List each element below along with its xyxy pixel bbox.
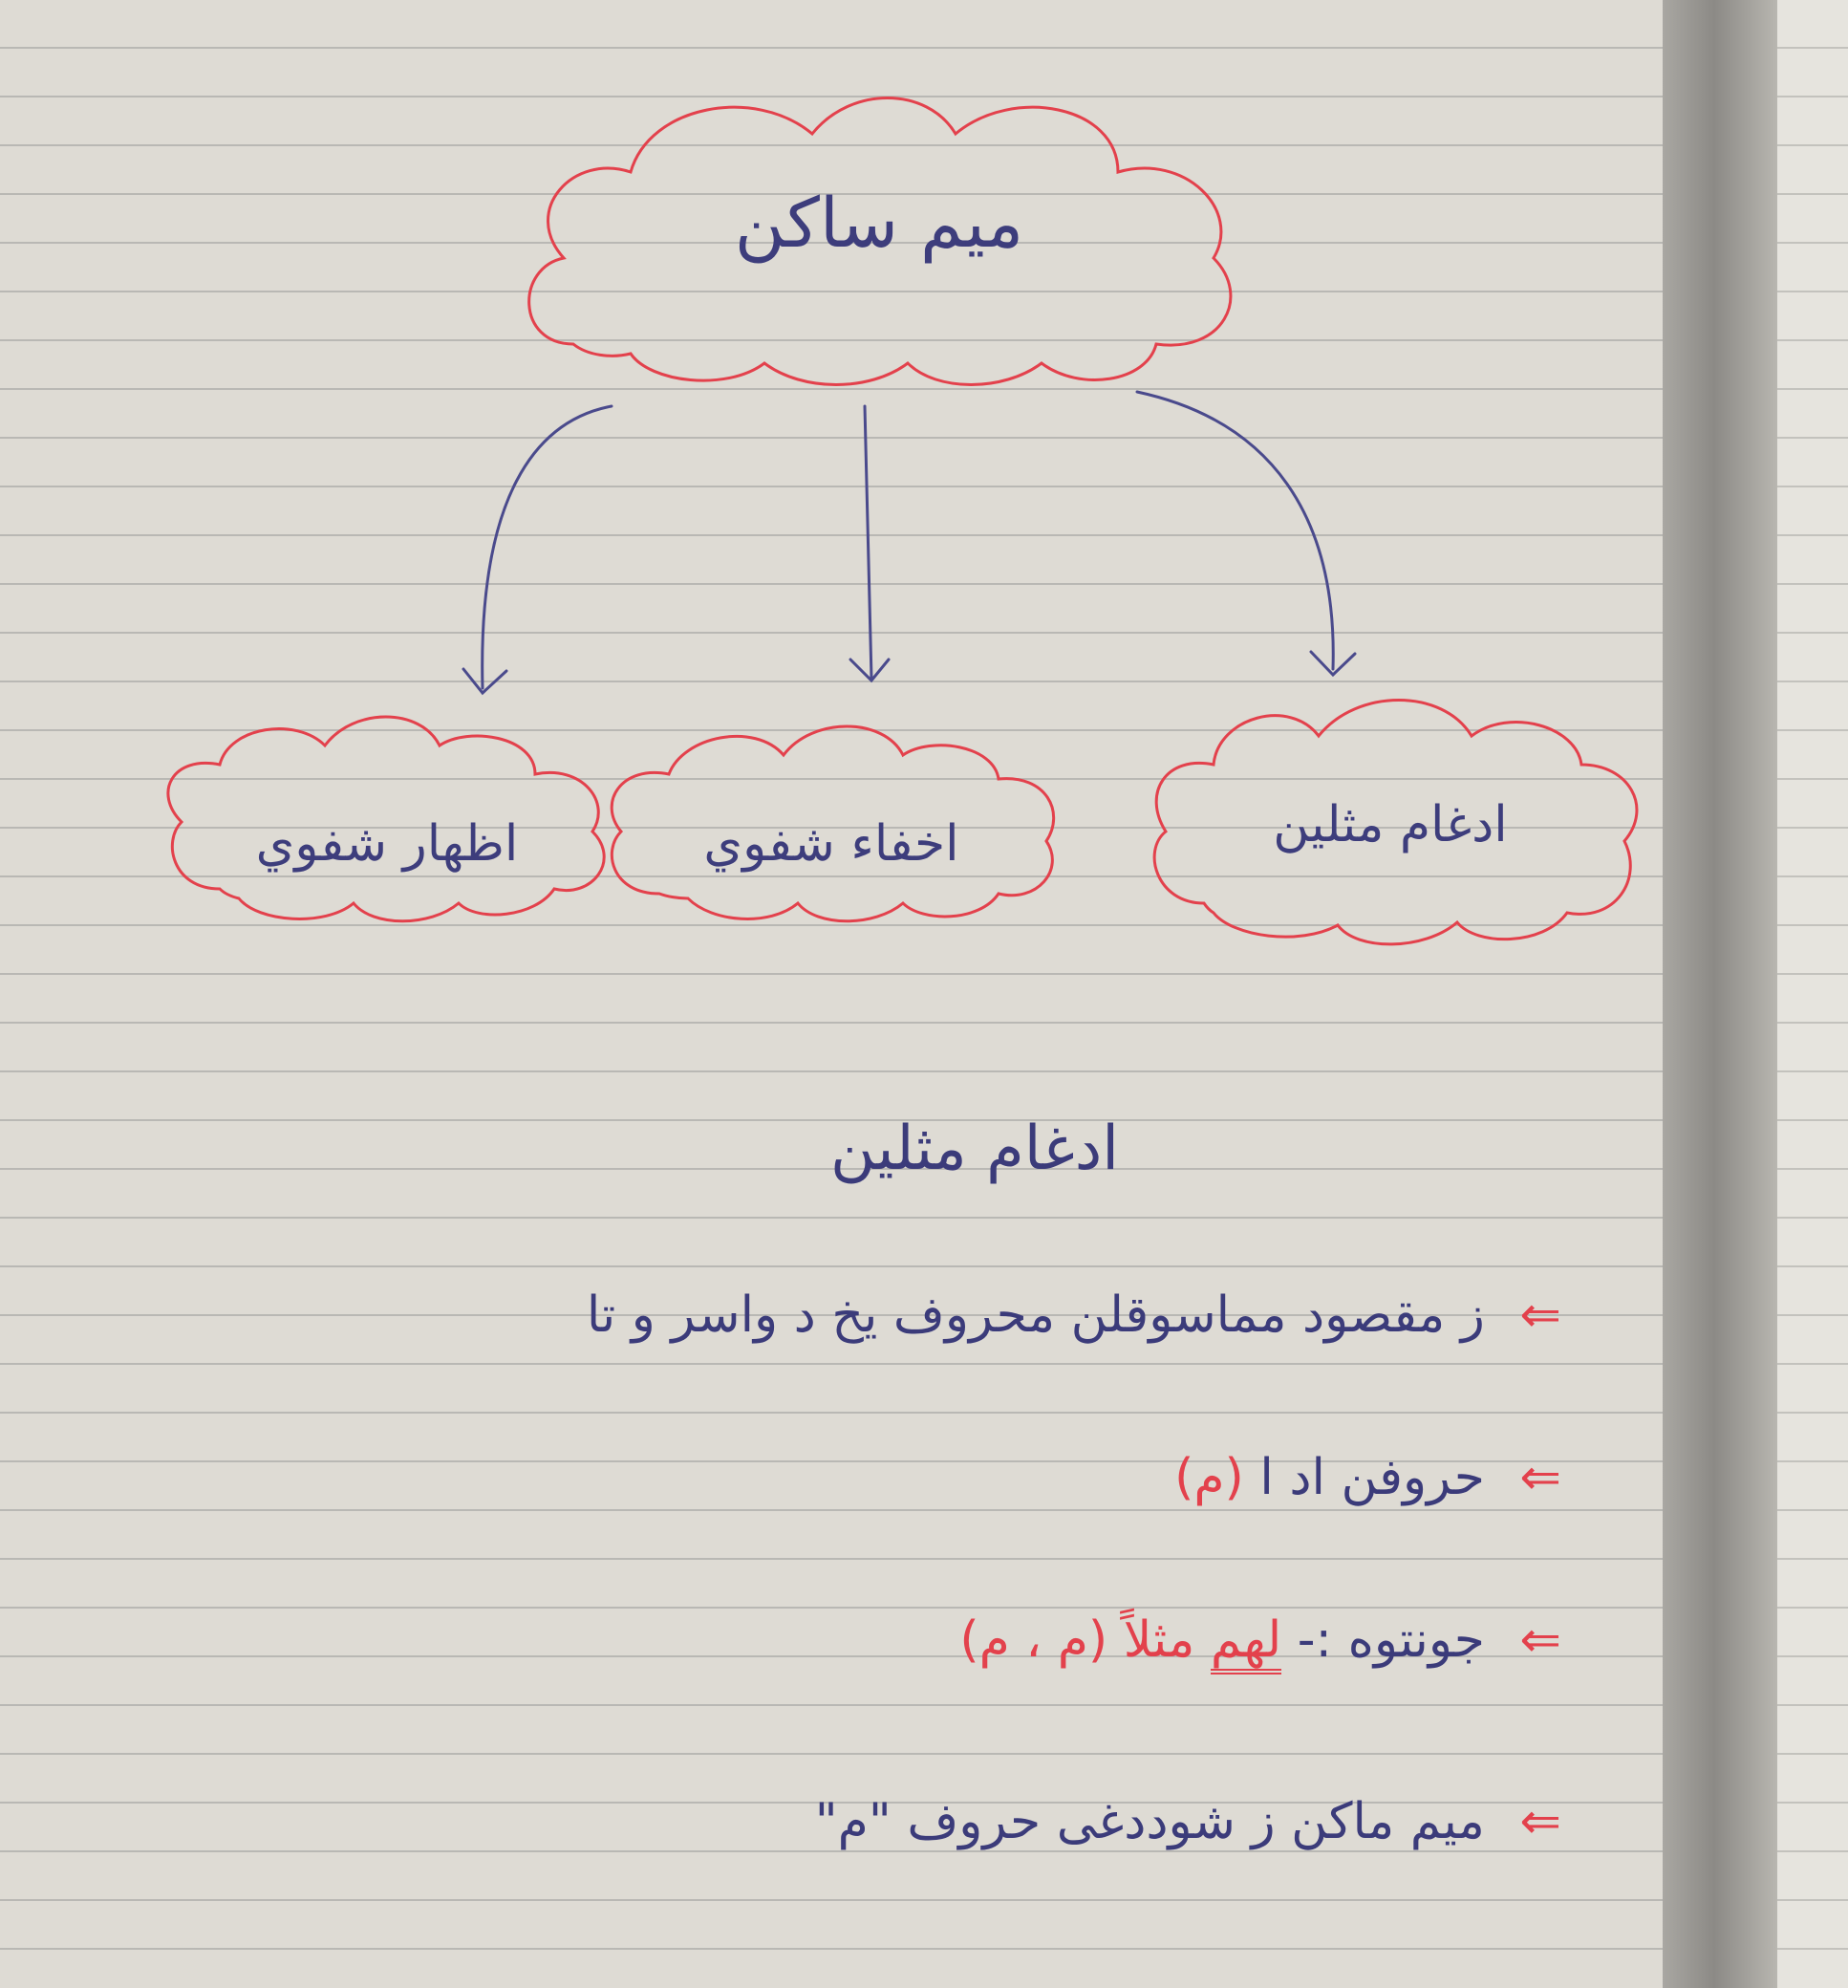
arrow-head-right <box>1309 650 1357 678</box>
note-bullet-arrow-icon: ⇐ <box>1519 1611 1561 1669</box>
arrow-to-right-child <box>1135 390 1335 671</box>
note-text: ز مقصود مماسوقلن محروف يخ د واسر و تا <box>586 1286 1485 1344</box>
note-text: ميم ماكن ز شوددغى حروف "م" <box>814 1793 1485 1850</box>
note-red-highlight: (م) <box>1174 1449 1244 1506</box>
root-cloud-outline <box>527 97 1233 386</box>
facing-page-edge <box>1777 0 1848 1988</box>
root-label: ميم ساكن <box>735 183 1023 264</box>
ikhfa-label: اخفاء شفوي <box>703 815 958 873</box>
note-line-4: ⇐ ميم ماكن ز شوددغى حروف "م" <box>815 1797 1561 1847</box>
arrow-to-middle-child <box>863 404 873 681</box>
note-bullet-arrow-icon: ⇐ <box>1519 1793 1561 1850</box>
arrow-to-left-child <box>481 404 613 690</box>
arrow-head-left <box>462 667 508 696</box>
lined-paper <box>0 0 1663 1988</box>
note-bullet-arrow-icon: ⇐ <box>1519 1449 1561 1506</box>
child-node-idgham: ادغام مثلين <box>1152 699 1639 946</box>
idgham-cloud-outline <box>1152 699 1639 946</box>
idgham-label: ادغام مثلين <box>1273 796 1507 854</box>
root-node: ميم ساكن <box>527 97 1233 386</box>
note-line-1: ⇐ ز مقصود مماسوقلن محروف يخ د واسر و تا <box>587 1290 1561 1340</box>
note-example-word: لهم <box>1210 1611 1282 1675</box>
note-red-highlight: مثلاً (م ، م) <box>959 1611 1195 1669</box>
note-line-3: ⇐ جونتوه :- لهم مثلاً (م ، م) <box>959 1611 1561 1675</box>
izhar-cloud-outline <box>166 715 606 923</box>
izhar-label: اظهار شفوي <box>256 815 519 873</box>
diagram-arrows <box>462 390 1357 696</box>
notes-title: ادغام مثلين <box>829 1113 1120 1184</box>
arrow-head-middle <box>849 658 891 683</box>
notebook-gutter <box>1663 0 1777 1988</box>
note-text: حروفن اد ا <box>1259 1449 1485 1506</box>
child-node-izhar: اظهار شفوي <box>166 715 606 923</box>
note-bullet-arrow-icon: ⇐ <box>1519 1286 1561 1344</box>
note-text: جونتوه :- <box>1297 1611 1485 1669</box>
child-node-ikhfa: اخفاء شفوي <box>610 724 1056 923</box>
ikhfa-cloud-outline <box>610 724 1056 923</box>
note-line-2: ⇐ حروفن اد ا (م) <box>1174 1453 1561 1502</box>
